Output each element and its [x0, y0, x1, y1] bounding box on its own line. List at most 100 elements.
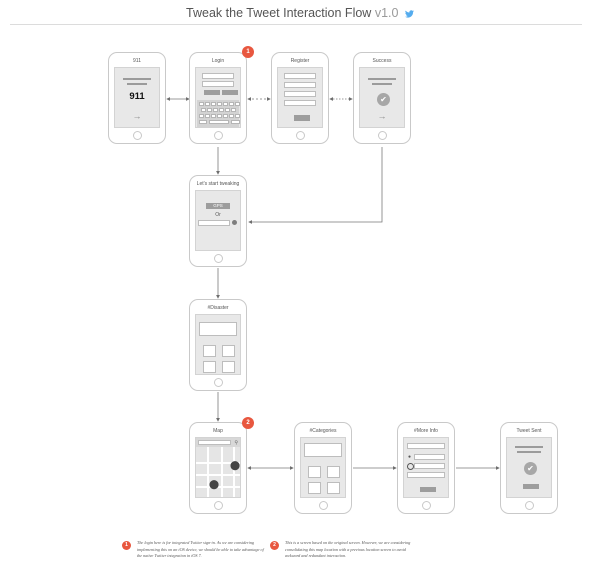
- image-icon[interactable]: [222, 345, 235, 357]
- username-field[interactable]: [202, 73, 234, 79]
- text-line: [127, 83, 147, 85]
- screen-area: ⚲ ⬤ ⬤: [195, 437, 241, 498]
- screen-title: #More Info: [414, 428, 438, 434]
- screen-success[interactable]: Success ✔ →: [353, 52, 411, 144]
- screen-map[interactable]: Map ⚲ ⬤ ⬤: [189, 422, 247, 514]
- annotation-badge-1: 1: [242, 46, 254, 58]
- submit-button[interactable]: [294, 115, 310, 121]
- login-button[interactable]: [204, 90, 220, 95]
- home-button: [213, 131, 223, 140]
- location-field[interactable]: [414, 454, 445, 460]
- home-button: [421, 501, 431, 510]
- done-button[interactable]: [523, 484, 539, 489]
- password-field[interactable]: [202, 81, 234, 87]
- image-icon[interactable]: [203, 361, 216, 373]
- screen-title: Login: [211, 58, 225, 64]
- image-icon[interactable]: [222, 361, 235, 373]
- input-field[interactable]: [284, 91, 316, 97]
- image-icon[interactable]: [327, 466, 340, 478]
- arrow-right-icon[interactable]: →: [377, 111, 387, 121]
- screen-start-tweaking[interactable]: Let's start tweaking GPS Or: [189, 175, 247, 267]
- map-search-input[interactable]: [198, 440, 231, 445]
- text-line: [123, 78, 151, 80]
- map-grid[interactable]: [196, 447, 240, 497]
- map-pin-icon[interactable]: ⬤: [209, 479, 220, 489]
- arrow-right-icon[interactable]: →: [132, 111, 142, 121]
- screen-area: [277, 67, 323, 128]
- diagram-title: Tweak the Tweet Interaction Flow v1.0: [0, 6, 600, 21]
- note-badge-1: 1: [122, 541, 131, 550]
- image-icon[interactable]: [308, 482, 321, 494]
- input-field[interactable]: [284, 82, 316, 88]
- screen-area: ●: [403, 437, 449, 498]
- screen-more-info[interactable]: #More Info ●: [397, 422, 455, 514]
- search-icon[interactable]: ⚲: [234, 440, 238, 446]
- screen-area: ✔: [506, 437, 552, 498]
- home-button: [213, 501, 223, 510]
- screen-tweet-sent[interactable]: Tweet Sent ✔: [500, 422, 558, 514]
- text-area[interactable]: [304, 443, 342, 457]
- input-field[interactable]: [407, 472, 445, 478]
- connector-success-start: [248, 147, 383, 224]
- version-label: v1.0: [374, 6, 399, 20]
- screen-categories[interactable]: #Categories: [294, 422, 352, 514]
- submit-button[interactable]: [420, 487, 436, 492]
- screen-register[interactable]: Register: [271, 52, 329, 144]
- home-button: [295, 131, 305, 140]
- note-text-1: The login here is for integrated Twitter…: [137, 540, 264, 559]
- screen-911[interactable]: 911 911 →: [108, 52, 166, 144]
- screen-area: [195, 67, 241, 128]
- screen-area: 911 →: [114, 67, 160, 128]
- image-icon[interactable]: [327, 482, 340, 494]
- gps-button[interactable]: GPS: [206, 203, 230, 209]
- image-icon[interactable]: [203, 345, 216, 357]
- twitter-bird-icon: [404, 7, 414, 21]
- screen-login[interactable]: Login: [189, 52, 247, 144]
- text-line: [372, 83, 392, 85]
- screen-title: #Categories: [309, 428, 337, 434]
- screen-area: [300, 437, 346, 498]
- text-area[interactable]: [199, 322, 237, 336]
- screen-title: Let's start tweaking: [196, 181, 240, 187]
- home-button: [524, 501, 534, 510]
- screen-disaster[interactable]: #Disaster: [189, 299, 247, 391]
- text-line: [368, 78, 396, 80]
- screen-area: GPS Or: [195, 190, 241, 251]
- input-field[interactable]: [284, 100, 316, 106]
- screen-title: #Disaster: [207, 305, 229, 311]
- title-text: Tweak the Tweet Interaction Flow: [186, 6, 372, 20]
- clock-icon: [407, 463, 414, 470]
- header-divider: [10, 24, 582, 25]
- home-button: [213, 254, 223, 263]
- screen-title: Map: [213, 428, 223, 434]
- screen-area: ✔ →: [359, 67, 405, 128]
- keyboard[interactable]: [197, 100, 240, 127]
- input-field[interactable]: [284, 73, 316, 79]
- check-icon: ✔: [524, 462, 537, 475]
- locate-icon[interactable]: [232, 220, 237, 225]
- register-button[interactable]: [222, 90, 238, 95]
- note-badge-2: 2: [270, 541, 279, 550]
- text-line: [517, 451, 541, 453]
- time-field[interactable]: [414, 463, 445, 469]
- location-field[interactable]: [198, 220, 230, 226]
- check-icon: ✔: [377, 93, 390, 106]
- image-icon[interactable]: [308, 466, 321, 478]
- screen-title: 911: [133, 58, 141, 64]
- screen-area: [195, 314, 241, 375]
- home-button: [318, 501, 328, 510]
- emergency-number: 911: [129, 91, 145, 102]
- home-button: [213, 378, 223, 387]
- text-line: [515, 446, 543, 448]
- map-pin-icon[interactable]: ⬤: [230, 460, 241, 470]
- location-pin-icon: ●: [408, 454, 412, 460]
- home-button: [377, 131, 387, 140]
- screen-title: Success: [372, 58, 392, 64]
- note-text-2: This is a screen based on the original s…: [285, 540, 411, 559]
- screen-title: Register: [290, 58, 310, 64]
- home-button: [132, 131, 142, 140]
- input-field[interactable]: [407, 443, 445, 449]
- annotation-badge-2: 2: [242, 417, 254, 429]
- screen-title: Tweet Sent: [516, 428, 542, 434]
